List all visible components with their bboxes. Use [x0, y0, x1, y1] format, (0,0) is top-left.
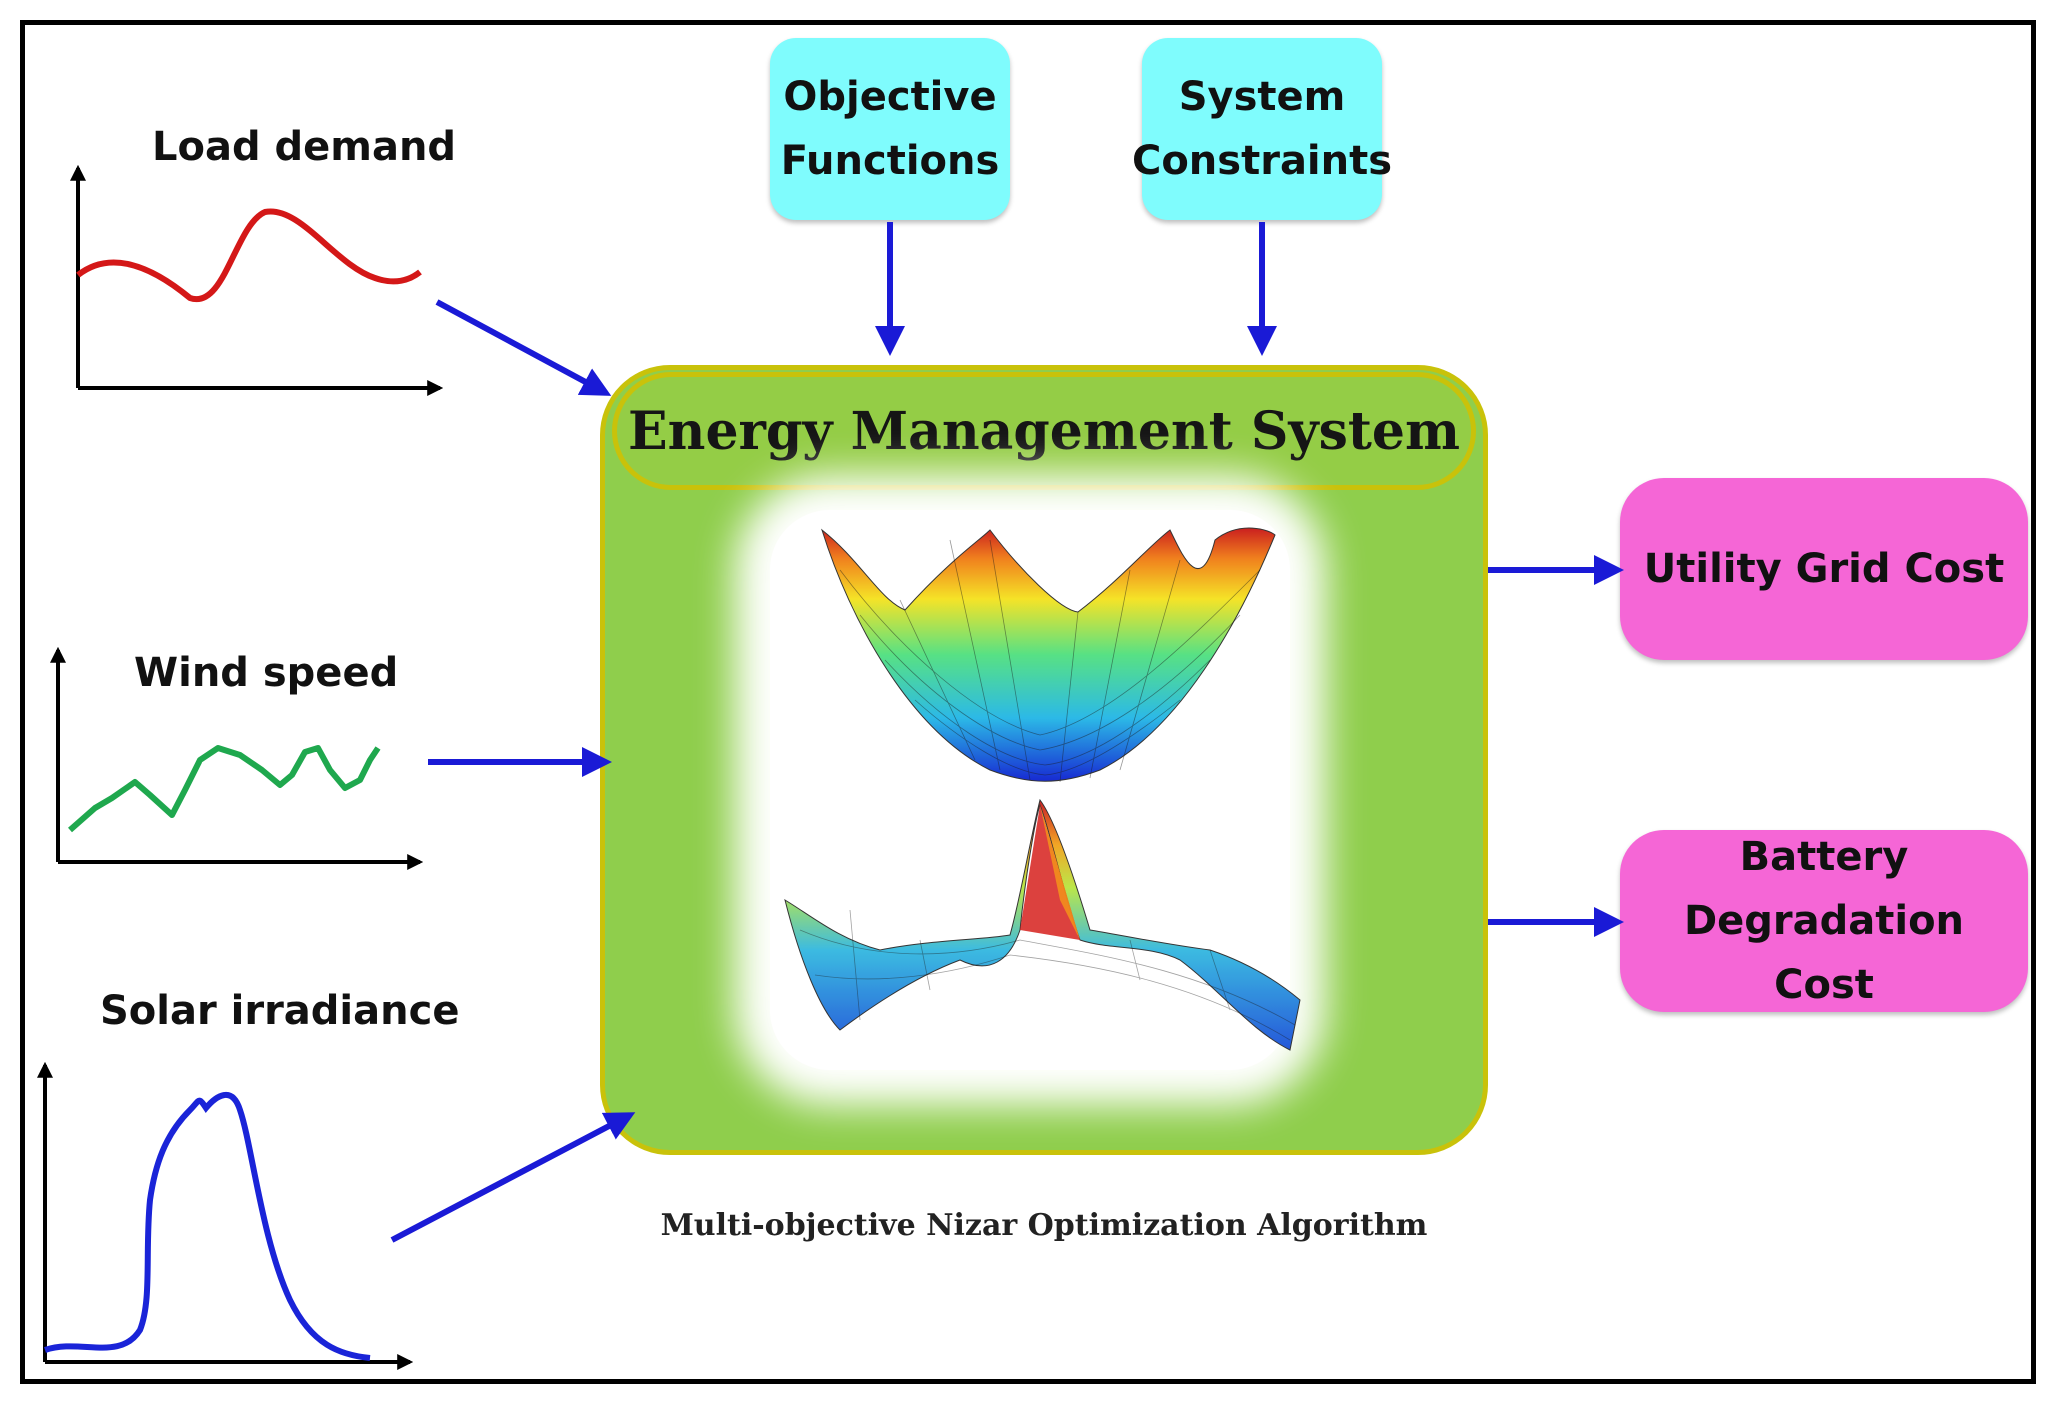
- solar-irradiance-label: Solar irradiance: [100, 988, 460, 1034]
- wind-speed-chart: [50, 646, 424, 870]
- battery-degradation-cost-box: Battery Degradation Cost: [1620, 830, 2028, 1012]
- system-constraints-box: System Constraints: [1132, 38, 1392, 220]
- wind-speed-label: Wind speed: [134, 650, 399, 696]
- bowl-surface: [821, 527, 1276, 783]
- peak-surface-spike-face: [1040, 805, 1080, 940]
- load-demand-chart: [70, 164, 444, 396]
- system-constraints-line2: Constraints: [1131, 138, 1393, 184]
- solar-to-ems-arrow: [390, 1112, 636, 1243]
- solar-irradiance-curve: [44, 1092, 371, 1361]
- system-constraints-line1: System: [1178, 74, 1346, 120]
- load-to-ems-arrow: [435, 299, 612, 396]
- solar-irradiance-chart: [37, 1061, 414, 1370]
- objective-functions-line2: Functions: [780, 138, 1000, 184]
- objective-functions-line1: Objective: [783, 74, 997, 120]
- peak-surface-shape: [784, 798, 1301, 1051]
- battery-degradation-line1: Battery Degradation: [1683, 834, 1965, 944]
- utility-grid-cost-box: Utility Grid Cost: [1620, 478, 2028, 660]
- load-demand-curve: [76, 208, 422, 303]
- bowl-surface-shape: [821, 527, 1276, 782]
- peak-surface: [784, 798, 1301, 1051]
- utility-grid-cost-label: Utility Grid Cost: [1643, 546, 2005, 592]
- load-demand-label: Load demand: [152, 124, 457, 170]
- objective-functions-box: Objective Functions: [770, 38, 1010, 220]
- wind-speed-curve: [68, 745, 381, 833]
- algorithm-caption: Multi-objective Nizar Optimization Algor…: [660, 1208, 1428, 1243]
- ems-title: Energy Management System: [612, 372, 1476, 490]
- battery-degradation-line2: Cost: [1774, 962, 1874, 1008]
